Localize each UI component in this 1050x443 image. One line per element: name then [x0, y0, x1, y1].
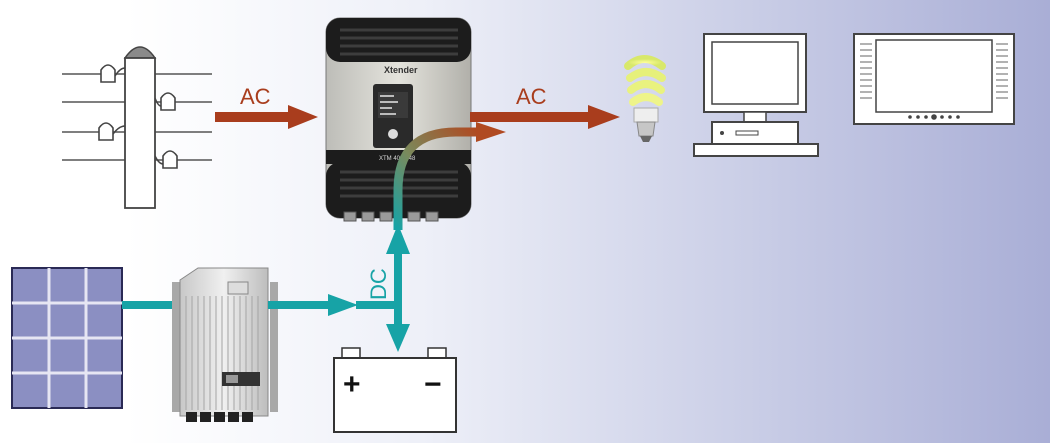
ac-input-label: AC [240, 84, 271, 109]
panel-to-controller-line [122, 301, 178, 309]
charge-controller-icon [172, 267, 278, 422]
ac-output-label: AC [516, 84, 547, 109]
inverter-brand: Xtender [384, 65, 418, 75]
ac-output-arrow [470, 105, 620, 129]
desktop-computer-icon [693, 33, 819, 157]
utility-pole-icon [62, 46, 212, 209]
battery-minus: − [424, 368, 442, 401]
solar-panel-icon [11, 267, 123, 409]
battery-icon: + − [333, 347, 457, 433]
dc-bus-arrow [386, 224, 410, 352]
ac-input-arrow [215, 105, 318, 129]
battery-plus: + [343, 368, 361, 401]
inverter-model: XTM 4000-48 [379, 156, 416, 162]
light-bulb-icon [624, 55, 666, 142]
monitor-icon [853, 33, 1015, 125]
dc-to-ac-arrowhead [476, 122, 506, 142]
controller-to-bus-arrow [268, 294, 402, 316]
dc-to-ac-wire [393, 127, 478, 230]
dc-label: DC [366, 268, 391, 300]
